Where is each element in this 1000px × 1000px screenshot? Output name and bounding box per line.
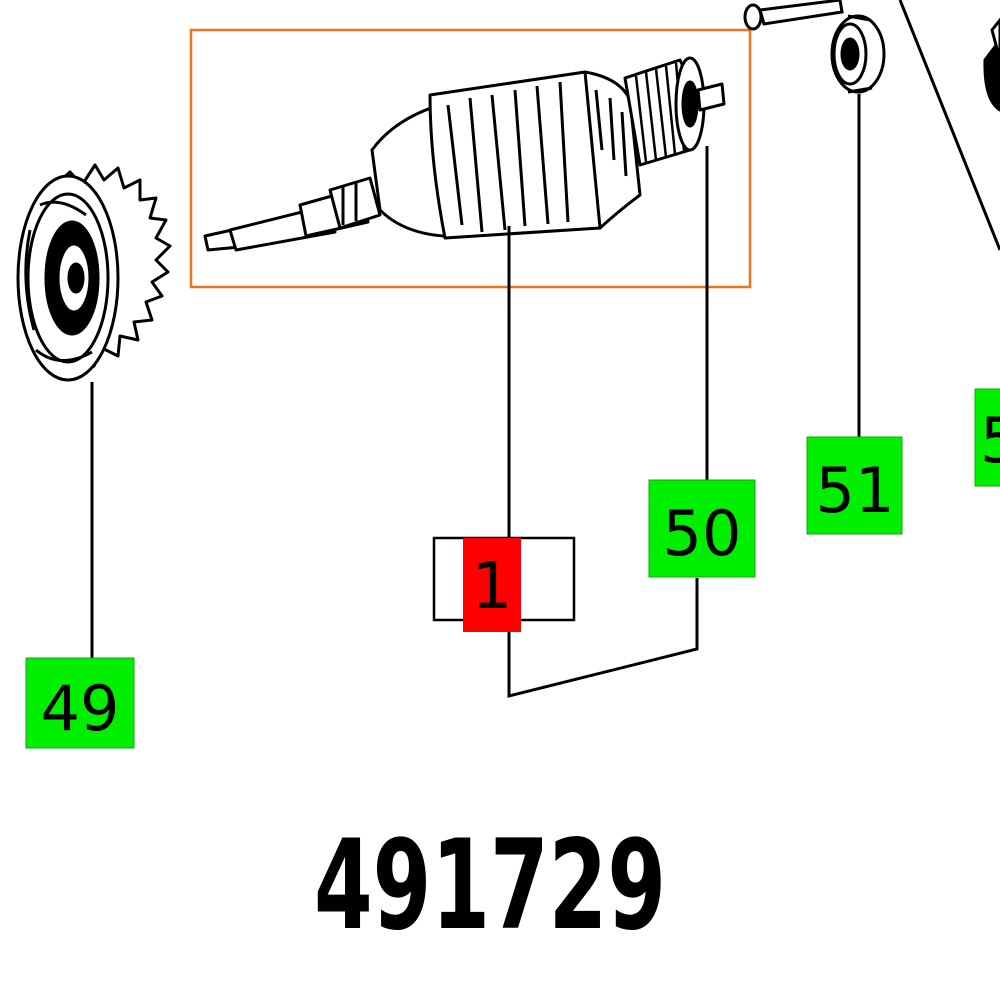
- callout-50[interactable]: 50: [648, 479, 756, 578]
- callout-1-fill: [463, 538, 521, 632]
- callout-52-partial[interactable]: 5: [974, 388, 1000, 487]
- leader-lines: [90, 94, 861, 698]
- callout-50-label: 50: [663, 497, 742, 570]
- adjacent-part-icon: [898, 0, 1000, 251]
- callout-51[interactable]: 51: [806, 436, 903, 535]
- selected-part-highlight-frame: [189, 28, 752, 289]
- gear-icon[interactable]: [16, 163, 172, 382]
- callout-49-box: [25, 657, 135, 749]
- callout-52-label: 5: [980, 404, 1000, 477]
- callout-51-label: 51: [816, 454, 895, 527]
- part-number-caption: 491729: [314, 814, 666, 958]
- callout-1-label: 1: [472, 550, 513, 624]
- armature-icon[interactable]: [203, 56, 726, 252]
- callout-51-box: [806, 436, 903, 535]
- bearing-icon[interactable]: [830, 14, 886, 94]
- callout-49-label: 49: [41, 672, 120, 745]
- callout-1[interactable]: 1: [432, 536, 576, 632]
- screw-icon[interactable]: [743, 0, 844, 31]
- callout-52-box: [974, 388, 1000, 487]
- callout-49[interactable]: 49: [25, 657, 135, 749]
- callout-50-box: [648, 479, 756, 578]
